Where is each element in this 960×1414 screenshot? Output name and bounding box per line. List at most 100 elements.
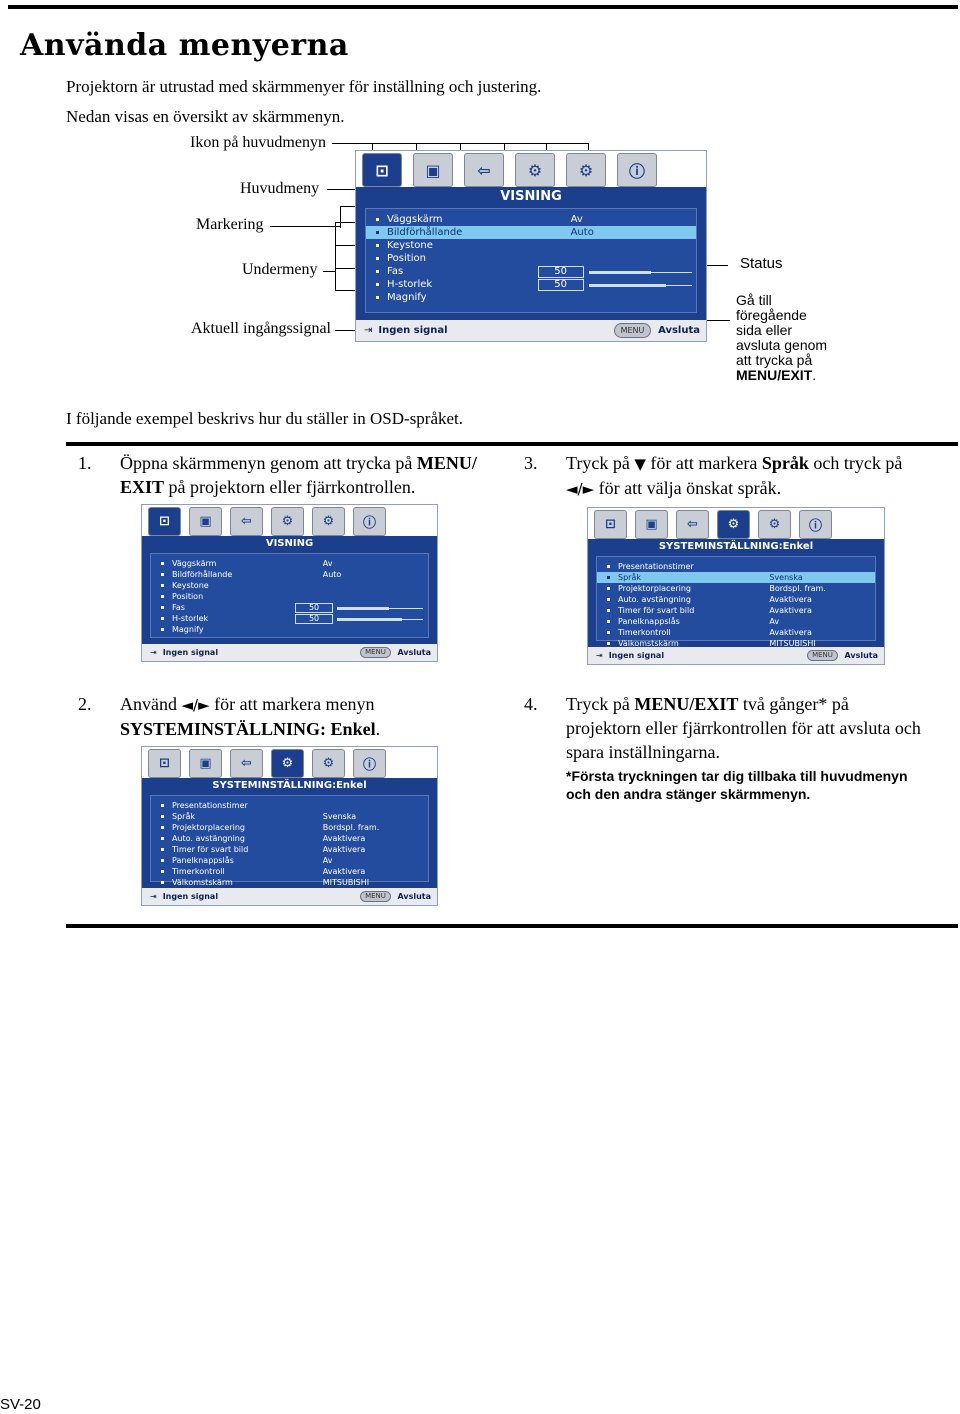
mid-rule xyxy=(66,442,958,446)
leader-sub-1 xyxy=(335,222,355,223)
osd-menu-item: Presentationstimer xyxy=(151,800,428,811)
leader-icon-4 xyxy=(504,143,505,155)
bullet-icon xyxy=(376,218,379,221)
osd-menu-item: Presentationstimer xyxy=(597,561,875,572)
step-1-key-1: MENU/ xyxy=(416,453,477,473)
osd-item-label: Välkomstskärm xyxy=(618,639,679,648)
bullet-icon xyxy=(607,576,610,579)
display-tab-icon: ⊡ xyxy=(362,153,402,187)
advanced-tab-icon: ⚙ xyxy=(312,507,345,536)
callout-status: Status xyxy=(740,255,783,272)
step-2-b: för att markera menyn xyxy=(209,694,375,714)
step-4-a: Tryck på xyxy=(566,694,635,714)
callout-submenu: Undermeny xyxy=(242,261,318,278)
osd-menu-item: Väggskärm Av xyxy=(366,213,696,226)
osd-item-value: MITSUBISHI xyxy=(769,639,816,648)
osd-item-value: Bordspl. fram. xyxy=(322,823,380,832)
bullet-icon xyxy=(376,257,379,260)
osd-value-box: 50 xyxy=(537,266,584,278)
bullet-icon xyxy=(161,837,164,840)
bullet-icon xyxy=(161,881,164,884)
step-3-d: och tryck på xyxy=(808,453,903,473)
bullet-icon xyxy=(607,598,610,601)
osd-tab-bar: ⊡▣⇦⚙⚙ⓘ xyxy=(142,747,437,778)
osd-value-box: 50 xyxy=(295,603,334,613)
osd-menu-title: SYSTEMINSTÄLLNING:Enkel xyxy=(658,541,814,552)
info-tab-icon: ⓘ xyxy=(617,153,657,187)
osd-exit-label: Avsluta xyxy=(658,325,700,336)
osd-item-value: Avaktivera xyxy=(769,628,812,637)
osd-tab-bar: ⊡▣⇦⚙⚙ⓘ xyxy=(588,508,884,539)
osd-item-label: Språk xyxy=(172,812,195,821)
osd-menu-item: Projektorplacering Bordspl. fram. xyxy=(151,822,428,833)
leader-submenu xyxy=(323,271,335,272)
leader-icon-2 xyxy=(416,143,417,155)
leader-icon-1 xyxy=(372,143,373,155)
leader-highlight xyxy=(270,226,340,227)
picture-tab-icon: ▣ xyxy=(635,510,668,539)
osd-menu-item: Keystone xyxy=(151,580,428,591)
osd-menu-title: VISNING xyxy=(265,538,314,549)
osd-item-value: Av xyxy=(570,214,583,225)
osd-item-label: Magnify xyxy=(387,292,427,303)
osd-exit-label: Avsluta xyxy=(844,651,878,660)
osd-item-label: Auto. avstängning xyxy=(618,595,691,604)
step-3-key: Språk xyxy=(761,453,809,473)
osd-item-label: H-storlek xyxy=(387,279,433,290)
osd-item-label: Väggskärm xyxy=(387,214,443,225)
callout-back-line-3: sida eller xyxy=(736,322,793,338)
step-4-number: 4. xyxy=(524,694,538,714)
osd-item-label: Välkomstskärm xyxy=(172,878,233,887)
osd-tab-bar: ⊡▣⇦⚙⚙ⓘ xyxy=(142,505,437,536)
system-tab-icon: ⚙ xyxy=(515,153,555,187)
display-tab-icon: ⊡ xyxy=(148,507,181,536)
osd-item-label: Väggskärm xyxy=(172,559,217,568)
osd-item-value: Av xyxy=(769,617,780,626)
leader-submenu-v xyxy=(335,222,336,290)
osd-value-box: 50 xyxy=(295,614,334,624)
input-source-icon: ⇥ xyxy=(150,648,157,657)
note-line-1: *Första tryckningen tar dig tillbaka til… xyxy=(566,768,908,784)
menu-button-icon: MENU xyxy=(360,647,391,658)
advanced-tab-icon: ⚙ xyxy=(758,510,791,539)
osd-item-label: Projektorplacering xyxy=(172,823,245,832)
picture-tab-icon: ▣ xyxy=(189,749,222,778)
osd-item-label: Presentationstimer xyxy=(172,801,248,810)
osd-item-label: Bildförhållande xyxy=(387,227,463,238)
osd-item-value: Auto xyxy=(570,227,594,238)
step-2-number: 2. xyxy=(78,694,92,714)
input-tab-icon: ⇦ xyxy=(230,749,263,778)
step-1-key-2: EXIT xyxy=(120,477,165,497)
display-tab-icon: ⊡ xyxy=(594,510,627,539)
system-tab-icon: ⚙ xyxy=(271,749,304,778)
bullet-icon xyxy=(376,283,379,286)
input-source-icon: ⇥ xyxy=(364,325,373,336)
step-3-number: 3. xyxy=(524,453,538,473)
callout-highlight: Markering xyxy=(196,216,264,233)
callout-back: Gå till föregående sida eller avsluta ge… xyxy=(736,293,827,383)
step-3-b: för att markera xyxy=(645,453,762,473)
advanced-tab-icon: ⚙ xyxy=(566,153,606,187)
osd-exit-label: Avsluta xyxy=(397,648,431,657)
osd-item-value: Svenska xyxy=(322,812,357,821)
input-source-icon: ⇥ xyxy=(596,651,603,660)
bullet-icon xyxy=(161,826,164,829)
osd-menu-item: Bildförhållande Auto xyxy=(366,226,696,239)
info-tab-icon: ⓘ xyxy=(353,507,386,536)
callout-back-line-6: MENU/EXIT. xyxy=(736,368,827,383)
osd-item-value: Avaktivera xyxy=(322,867,366,876)
intro-line-1: Projektorn är utrustad med skärmmenyer f… xyxy=(66,77,542,96)
top-rule xyxy=(8,5,958,9)
osd-slider-fill xyxy=(337,618,403,621)
